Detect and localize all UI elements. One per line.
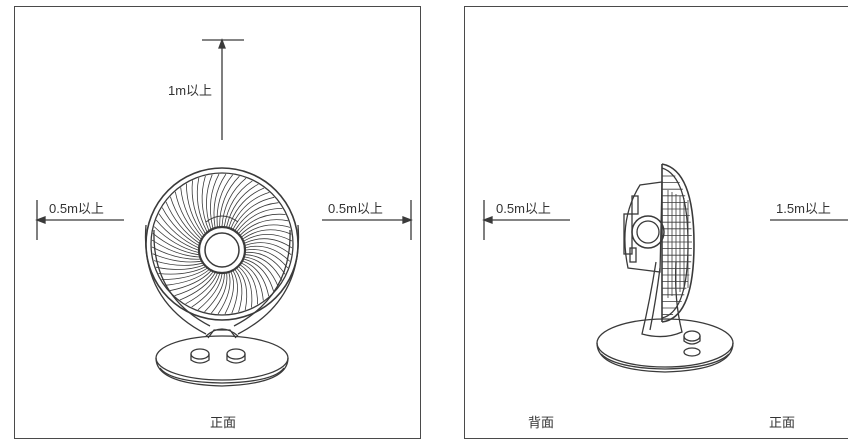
grille-spoke — [155, 219, 199, 251]
grille-spoke — [238, 266, 253, 308]
grille-spoke — [191, 273, 220, 308]
grille-spoke — [180, 187, 203, 237]
grille-spoke — [241, 224, 291, 238]
grille-spoke — [213, 173, 227, 228]
front-clearance-label: 1.5m以上 — [776, 201, 831, 216]
grille-spoke — [224, 272, 234, 315]
grille-spoke — [245, 242, 292, 256]
grille-spoke — [242, 229, 292, 240]
grille-spoke — [169, 270, 211, 292]
grille-spoke — [221, 177, 247, 227]
left-clearance-label: 0.5m以上 — [49, 201, 104, 216]
grille-spoke — [165, 201, 200, 244]
grille-spoke — [243, 260, 270, 297]
grille-spoke — [238, 213, 286, 234]
grille-spoke — [240, 264, 258, 305]
grille-spoke — [217, 272, 231, 315]
grille-spoke — [230, 192, 270, 228]
grille-spoke — [151, 246, 200, 260]
grille-spoke — [210, 173, 220, 228]
grille-spoke — [206, 174, 213, 229]
grille-spoke — [174, 191, 202, 239]
grille-spoke — [210, 273, 228, 314]
grille-spoke — [185, 273, 218, 305]
grille-spoke — [152, 253, 201, 263]
grille-spoke — [236, 208, 283, 232]
grille-spoke — [201, 175, 210, 231]
grille-spoke — [244, 258, 274, 292]
front-view-panel — [14, 6, 421, 439]
grille-spoke — [186, 183, 204, 236]
grille-spoke — [245, 254, 283, 281]
top-clearance-arrow — [202, 38, 244, 140]
back-clearance-label: 0.5m以上 — [496, 201, 551, 216]
grille-spoke — [241, 262, 264, 301]
grille-spoke — [216, 174, 234, 227]
back-view-label: 背面 — [528, 415, 555, 430]
grille-spoke — [174, 271, 214, 296]
side-front-view-label: 正面 — [769, 415, 796, 430]
grille-spoke — [232, 196, 275, 229]
grille-spoke — [158, 213, 199, 248]
grille-spoke — [231, 271, 238, 314]
grille-spoke — [244, 256, 279, 287]
grille-spoke — [228, 187, 265, 228]
grille-spoke — [245, 245, 291, 262]
grille-spoke — [153, 260, 203, 266]
grille-spoke — [152, 232, 199, 256]
grille-spoke — [155, 264, 204, 270]
grille-spoke — [234, 202, 279, 231]
grille-spoke — [234, 269, 243, 313]
grille-spoke — [224, 180, 253, 227]
grille-spoke — [165, 269, 209, 286]
grille-spoke — [240, 219, 289, 236]
side-view-panel — [464, 6, 848, 439]
grille-spoke — [179, 272, 216, 301]
grille-spoke — [151, 239, 200, 258]
left-clearance-arrow — [35, 200, 124, 240]
grille-spoke — [158, 266, 206, 275]
grille-spoke — [226, 183, 259, 227]
grille-spoke — [245, 249, 289, 269]
grille-spoke — [204, 273, 225, 313]
grille-spoke — [219, 175, 240, 227]
grille-spoke — [244, 234, 293, 242]
right-clearance-arrow — [322, 200, 413, 240]
grille-spoke — [245, 251, 286, 275]
top-clearance-label: 1m以上 — [168, 83, 213, 98]
front-view-label: 正面 — [210, 415, 237, 430]
side-fan-illustration — [596, 163, 734, 373]
grille-spoke — [244, 238, 293, 249]
grille-spoke — [170, 196, 201, 242]
right-clearance-label: 0.5m以上 — [328, 201, 383, 216]
grille-spoke — [197, 273, 223, 311]
back-clearance-arrow — [482, 200, 570, 240]
grille-spoke — [196, 177, 208, 232]
grille-spoke — [161, 268, 208, 280]
grille-spoke — [161, 207, 199, 246]
grille-spoke — [191, 180, 206, 234]
front-fan-illustration — [144, 167, 300, 387]
grille-spoke — [153, 226, 199, 253]
grille-spoke — [236, 268, 248, 311]
